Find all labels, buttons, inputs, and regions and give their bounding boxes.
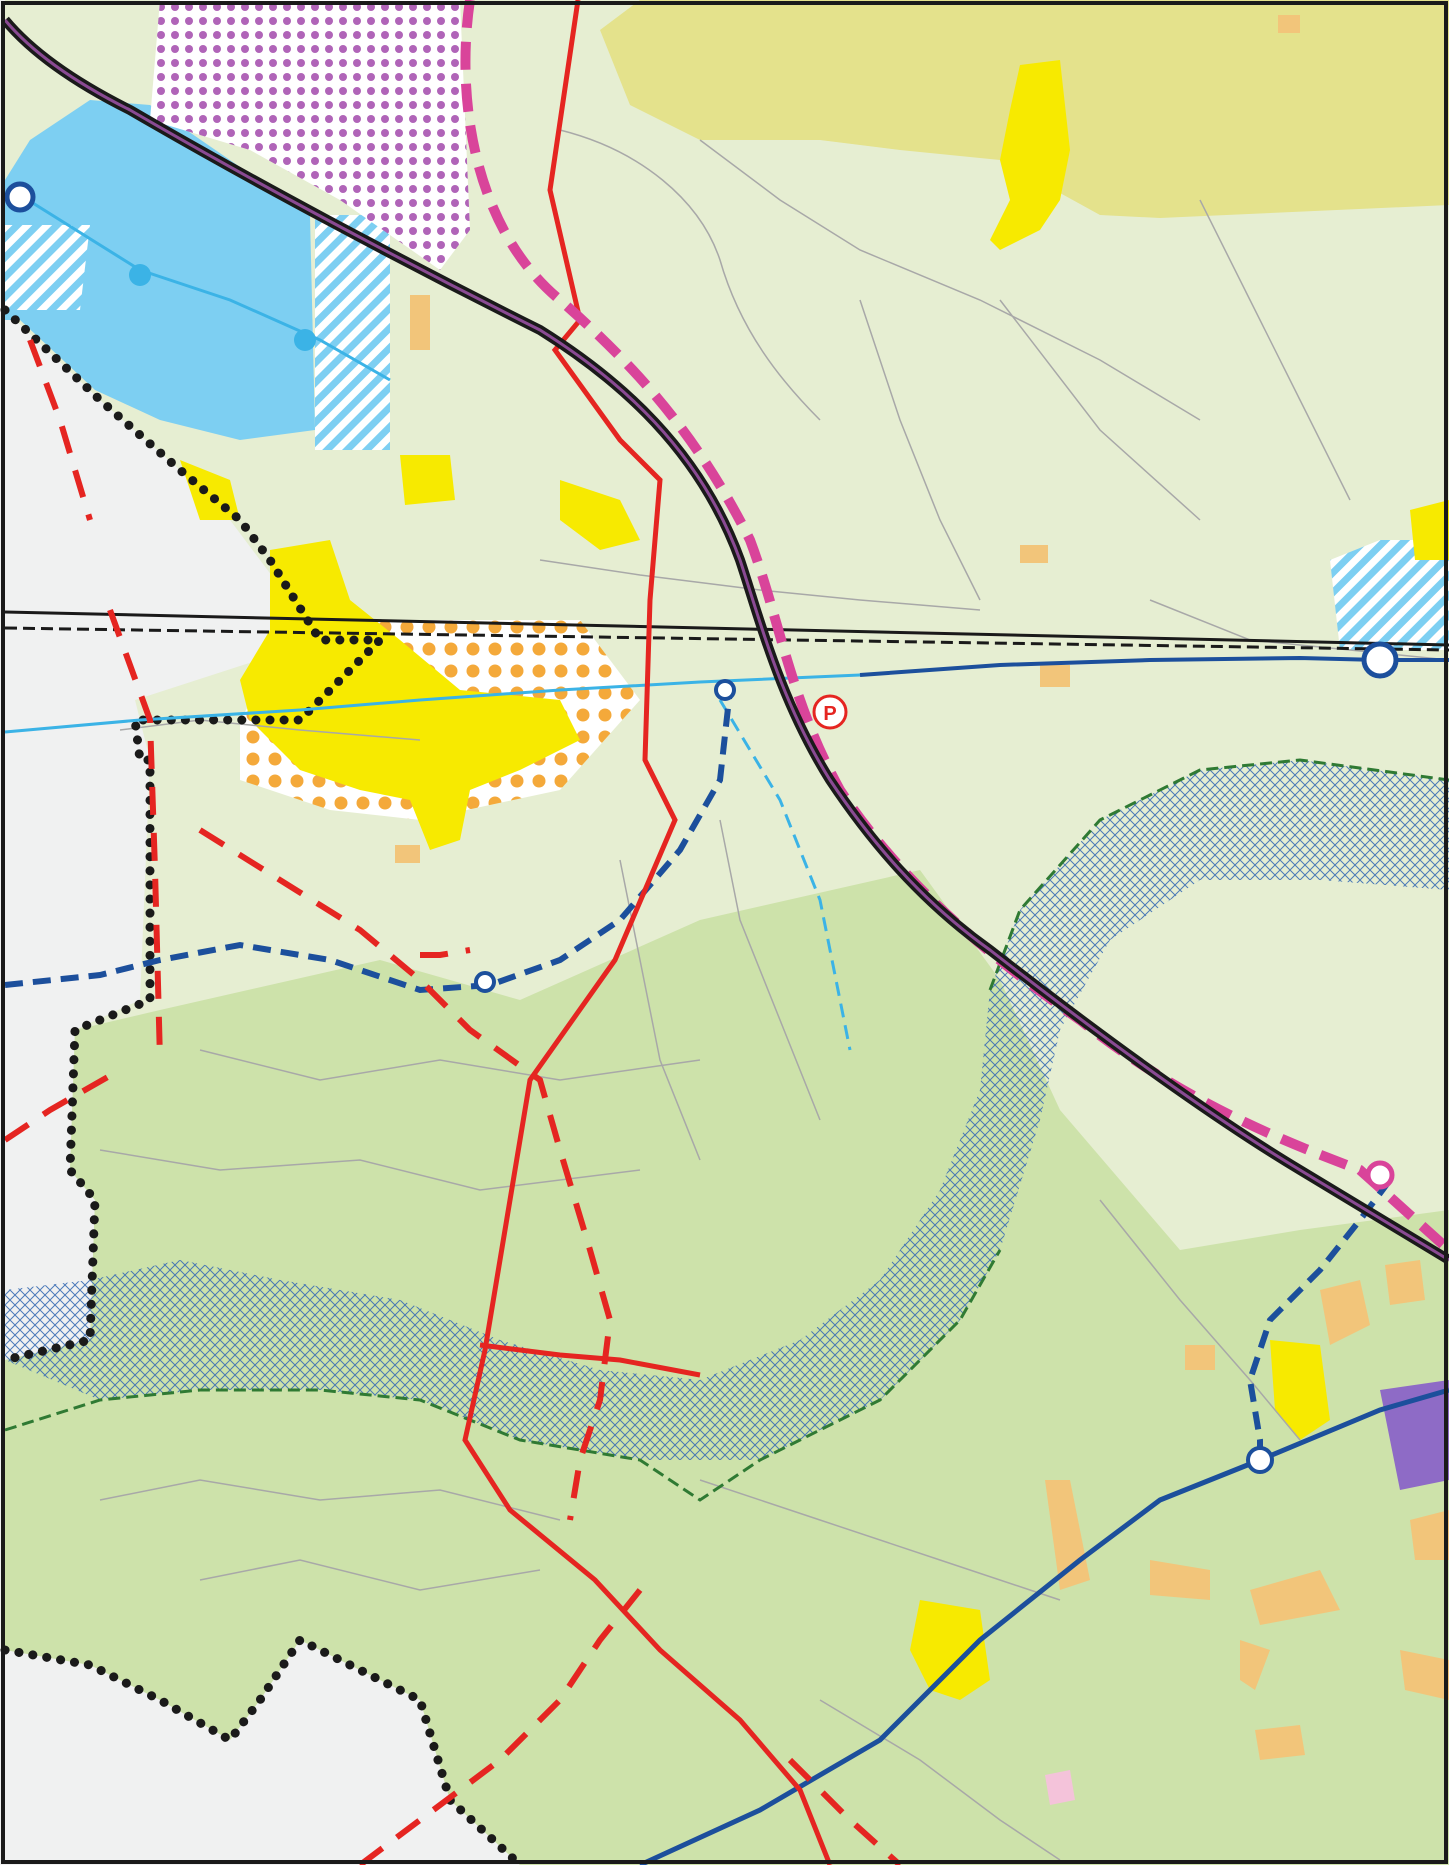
planned-road-red-5: [358, 1588, 643, 1868]
planned-industrial-area-west: [5, 225, 90, 310]
minor-road-3: [539, 559, 981, 611]
building-11: [1250, 1570, 1340, 1625]
minor-road-7: [199, 1049, 701, 1081]
minor-road-11: [99, 1479, 561, 1521]
parking-marker[interactable]: P: [812, 694, 848, 730]
minor-road-15: [1149, 599, 1449, 661]
settlement-boundary: [0, 305, 391, 1365]
industrial-area: [5, 100, 315, 440]
minor-road-14: [1099, 1199, 1301, 1441]
building-13: [1255, 1725, 1305, 1760]
planned-zone-purple: [150, 0, 470, 270]
zone-boundary-line: [4, 610, 1449, 647]
boundary-node-west[interactable]: [4, 181, 36, 213]
minor-road-10: [719, 819, 821, 1121]
stream-industrial: [19, 193, 391, 382]
minor-road-5: [999, 299, 1201, 521]
minor-road-6: [119, 719, 421, 741]
settlement-south: [910, 1600, 990, 1700]
building-6: [1320, 1280, 1370, 1345]
stream-node-1: [129, 264, 151, 286]
boundary-node-south[interactable]: [474, 971, 496, 993]
planned-road-red-2: [107, 608, 163, 1061]
parking-label: P: [823, 703, 836, 725]
minor-road-12: [199, 1559, 541, 1591]
flood-boundary-north: [988, 758, 1449, 991]
building-2: [1020, 545, 1048, 563]
building-8: [1185, 1345, 1215, 1370]
minor-roads: [99, 129, 1449, 1861]
corridor-node[interactable]: [1365, 1160, 1395, 1190]
settlement-east-edge: [1410, 500, 1449, 560]
existing-buildings: [395, 15, 1449, 1760]
building-15: [1410, 1510, 1449, 1560]
zone-boundary-dashed: [4, 626, 1449, 652]
building-3: [1040, 665, 1070, 687]
settlement-small-1: [560, 480, 640, 550]
minor-road-4: [859, 299, 981, 601]
stream-west: [4, 673, 861, 734]
boundary-node-east[interactable]: [1361, 641, 1399, 679]
rural-green-area: [5, 870, 1449, 1865]
minor-road-13: [699, 1479, 1061, 1601]
minor-road-2: [699, 139, 1201, 421]
settlement-boundary-south: [0, 1634, 525, 1870]
building-4: [395, 845, 420, 863]
planned-industrial-area: [315, 215, 390, 450]
minor-road-8: [99, 1149, 641, 1191]
boundary-node-southeast[interactable]: [1246, 1446, 1274, 1474]
boundary-node-center[interactable]: [714, 679, 736, 701]
minor-road-16: [1199, 199, 1351, 501]
building-7: [1385, 1260, 1425, 1305]
settlement-east: [1270, 1340, 1330, 1440]
planned-road-red-1: [27, 338, 93, 521]
flood-boundary-south: [4, 1249, 1002, 1502]
blue-boundary-dashed: [4, 689, 733, 994]
parking-icon: [812, 694, 848, 730]
main-road-red: [462, 0, 833, 1866]
building-5: [1278, 15, 1300, 33]
building-12: [1240, 1640, 1270, 1690]
building-1: [410, 295, 430, 350]
park-area: [1045, 1770, 1075, 1805]
road-branch-red: [479, 1342, 701, 1378]
minor-road-1: [559, 129, 821, 421]
settlement-north: [990, 60, 1070, 250]
planned-industrial-area-east: [1330, 540, 1449, 650]
planned-corridor-magenta: [460, 0, 1449, 1254]
settlement-small-2: [400, 455, 455, 505]
stream-node-2: [294, 329, 316, 351]
planned-road-red-3: [3, 1067, 122, 1143]
planned-road-red-7: [420, 947, 471, 958]
building-14: [1400, 1650, 1449, 1700]
settlement-main: [240, 540, 580, 850]
building-10: [1150, 1560, 1210, 1600]
minor-road-17: [819, 1699, 1061, 1861]
flood-zone: [5, 760, 1449, 1460]
railway-inner: [3, 19, 1449, 1262]
blue-boundary-dashed-east: [1246, 1178, 1393, 1460]
